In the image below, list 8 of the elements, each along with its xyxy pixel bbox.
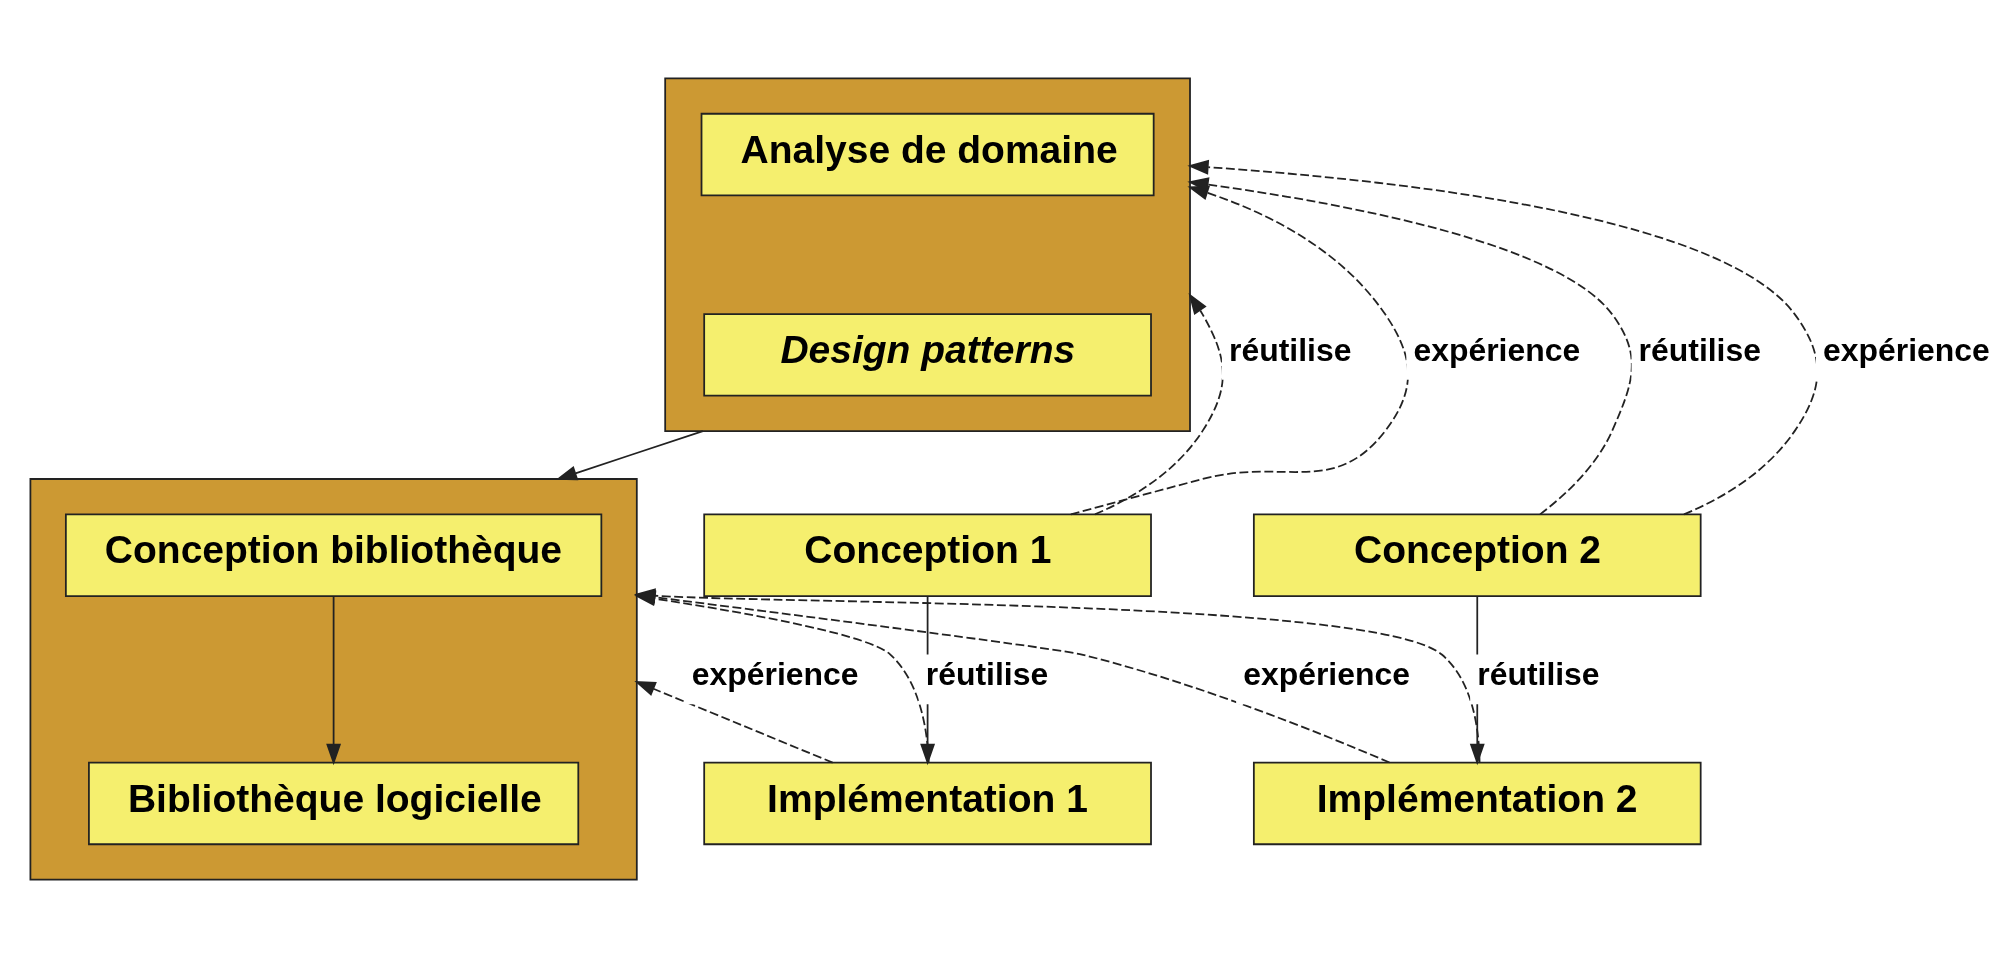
- edge-label: expérience: [1413, 331, 1581, 368]
- edge-label: réutilise: [925, 655, 1049, 692]
- edge-label: réutilise: [1477, 655, 1600, 692]
- edge-label: expérience: [1823, 331, 1990, 368]
- edge-label: expérience: [691, 655, 859, 692]
- edge-label: réutilise: [1229, 331, 1352, 368]
- edge-label: expérience: [1243, 655, 1410, 692]
- edge-label: réutilise: [1638, 331, 1761, 368]
